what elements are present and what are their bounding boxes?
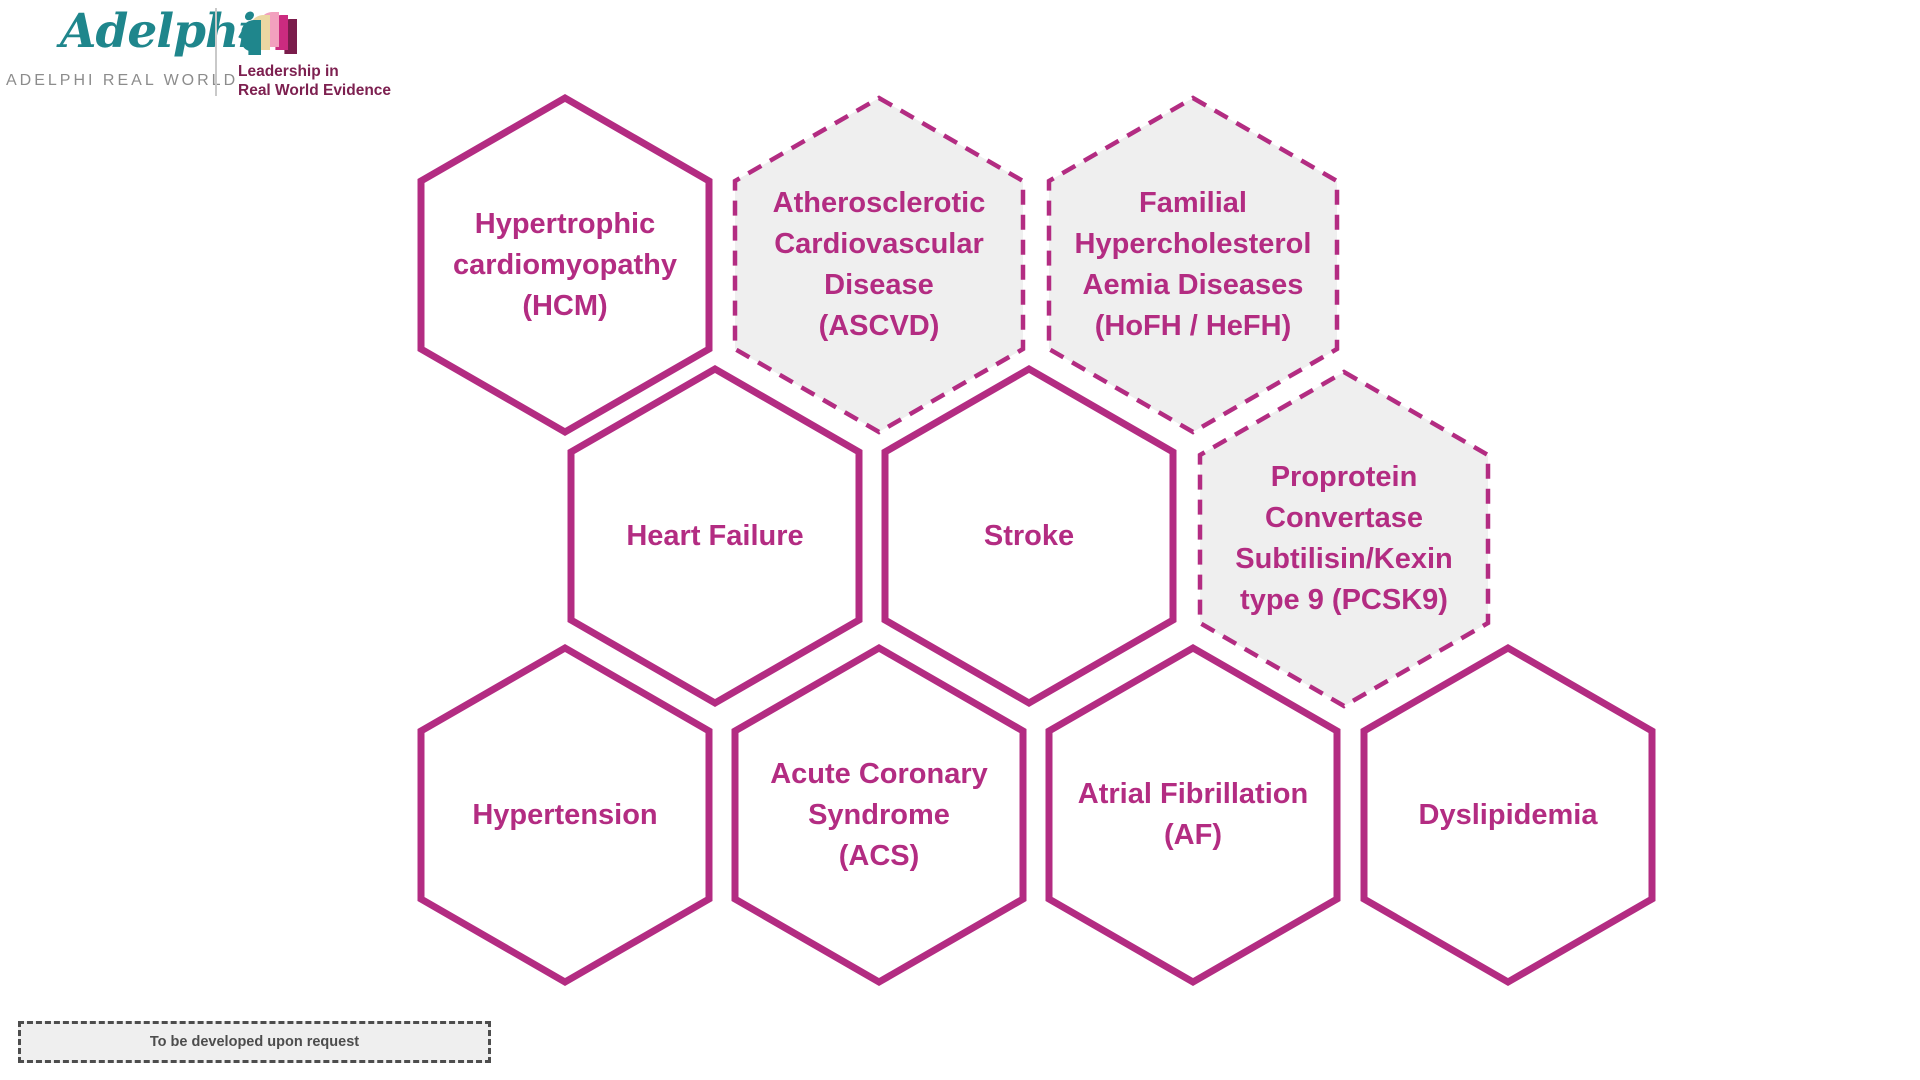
hexagon-label: Heart Failure — [626, 519, 804, 552]
legend-box: To be developed upon request — [18, 1021, 491, 1063]
hexagon-acs: Acute Coronary Syndrome (ACS) — [729, 642, 1029, 988]
hexagon-solid-shape — [881, 364, 1177, 708]
hexagon-label: Hypertrophic cardiomyopathy (HCM) — [453, 207, 677, 322]
hexagon-solid-shape — [1360, 643, 1656, 987]
legend-label: To be developed upon request — [149, 1034, 360, 1050]
hexagon-solid-shape — [417, 93, 713, 437]
hexagon-dashed-shape — [1197, 369, 1491, 709]
hexagon-label: Dyslipidemia — [1418, 798, 1598, 831]
hexagon-hypertension: Hypertension — [415, 642, 715, 988]
hexagon-label: Familial Hypercholesterol Aemia Diseases… — [1074, 187, 1312, 342]
hexagon-pcsk9: Proprotein Convertase Subtilisin/Kexin t… — [1194, 366, 1494, 712]
hexagon-label: Hypertension — [472, 798, 658, 831]
hexagon-atrial-fibrillation: Atrial Fibrillation (AF) — [1043, 642, 1343, 988]
hexagon-stroke: Stroke — [879, 363, 1179, 709]
hexagon-solid-shape — [1045, 643, 1341, 987]
adelphi-name-caps: ADELPHI REAL WORLD — [6, 72, 239, 89]
hexagon-label: Proprotein Convertase Subtilisin/Kexin t… — [1235, 461, 1453, 616]
hexagon-hcm: Hypertrophic cardiomyopathy (HCM) — [415, 92, 715, 438]
hexagon-label: Atherosclerotic Cardiovascular Disease (… — [772, 187, 986, 342]
hexagon-ascvd: Atherosclerotic Cardiovascular Disease (… — [729, 92, 1029, 438]
overlapping-heads-icon — [238, 12, 297, 55]
hexagon-heart-failure: Heart Failure — [565, 363, 865, 709]
hexagon-label: Acute Coronary Syndrome (ACS) — [770, 757, 988, 872]
adelphi-wordmark: Adelphi — [60, 4, 256, 59]
hexagon-dyslipidemia: Dyslipidemia — [1358, 642, 1658, 988]
hexagon-dashed-shape — [1046, 95, 1340, 435]
hexagon-solid-shape — [417, 643, 713, 987]
hexagon-solid-shape — [731, 643, 1027, 987]
hexagon-label: Atrial Fibrillation (AF) — [1077, 778, 1309, 851]
logo-tagline: Leadership in Real World Evidence — [238, 63, 392, 99]
hexagon-familial-hypercholesterolaemia: Familial Hypercholesterol Aemia Diseases… — [1043, 92, 1343, 438]
logo-divider — [215, 8, 217, 96]
hexagon-dashed-shape — [732, 95, 1026, 435]
hexagon-label: Stroke — [983, 519, 1075, 552]
hexagon-solid-shape — [567, 364, 863, 708]
